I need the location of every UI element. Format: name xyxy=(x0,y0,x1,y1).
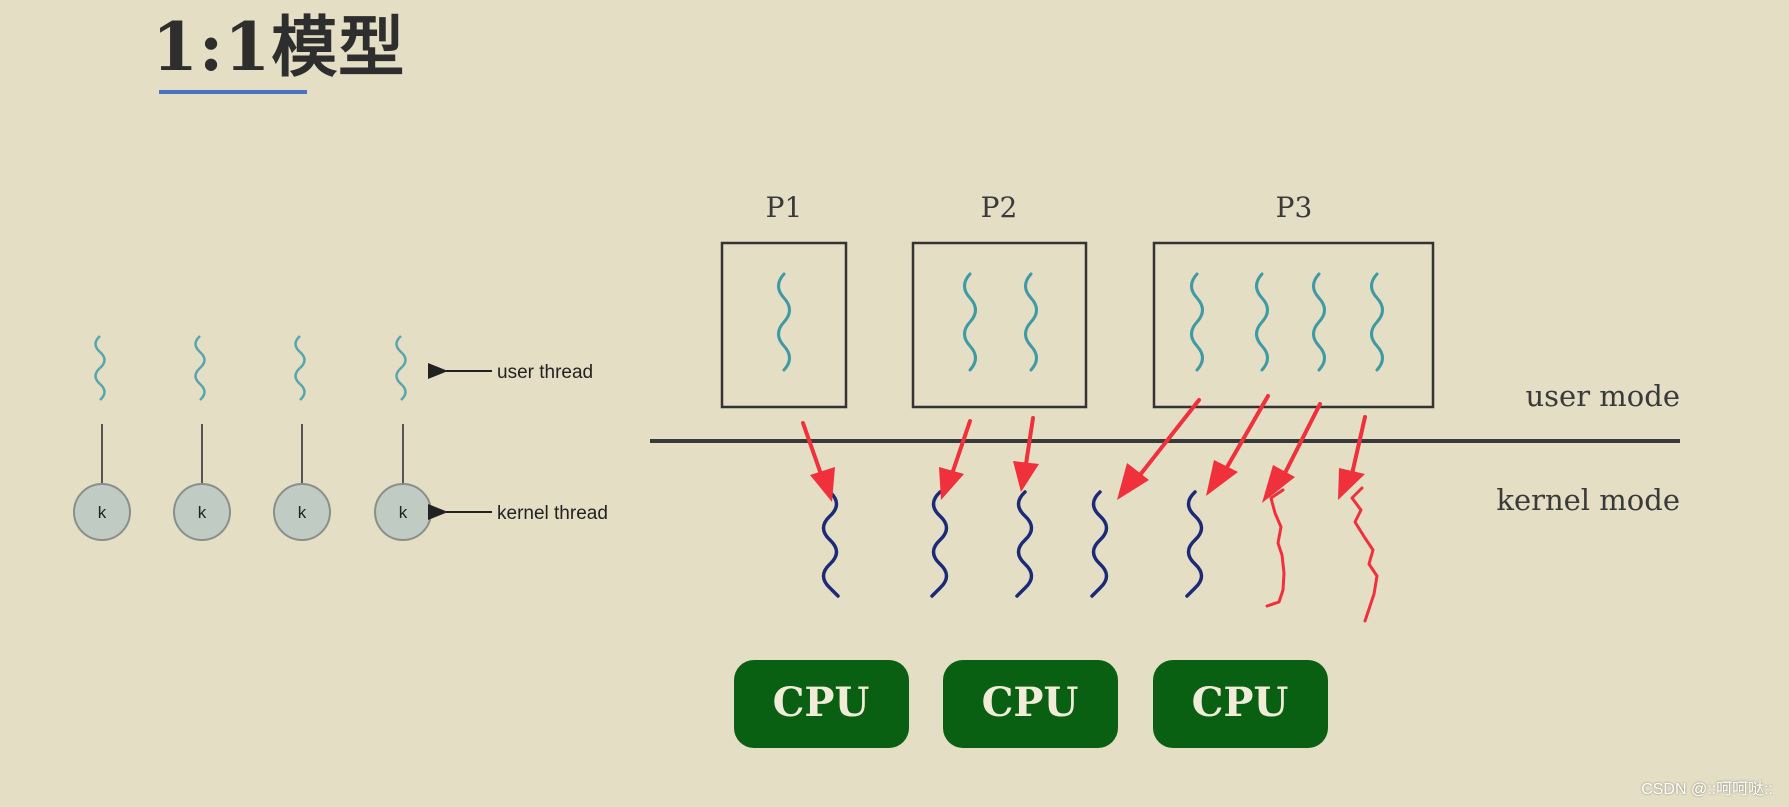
user-thread-icon xyxy=(94,335,106,401)
process-box-p2 xyxy=(911,241,1088,409)
right-model-figure: P1 P2 P3 user mode kernel mode xyxy=(650,191,1680,748)
user-thread-icon xyxy=(1190,272,1204,372)
user-threads xyxy=(777,272,1384,372)
user-thread-icon xyxy=(194,335,206,401)
page-title: 1:1模型 xyxy=(152,8,406,86)
kernel-circle-label: k xyxy=(98,503,107,522)
left-thread-column-2: k xyxy=(173,335,231,541)
kernel-circle-label: k xyxy=(399,503,408,522)
left-thread-column-3: k xyxy=(273,335,331,541)
kernel-thread-circle xyxy=(273,483,331,541)
mapping-arrows xyxy=(801,394,1367,503)
cpu-block-2: CPU xyxy=(943,660,1118,748)
user-thread-icon xyxy=(777,272,791,372)
watermark: CSDN @::呵呵哒:: xyxy=(1641,781,1773,798)
cpu-label: CPU xyxy=(1192,679,1289,726)
mapping-arrow xyxy=(1206,394,1270,496)
mapping-arrow xyxy=(939,419,972,500)
kernel-thread-icon xyxy=(821,490,840,598)
cpu-block-3: CPU xyxy=(1153,660,1328,748)
user-thread-icon xyxy=(1255,272,1269,372)
user-thread-icon xyxy=(395,335,407,401)
kernel-thread-circle xyxy=(73,483,131,541)
kernel-thread-label: kernel thread xyxy=(497,503,608,524)
handdrawn-thread-icon xyxy=(1350,486,1379,623)
kernel-mode-label: kernel mode xyxy=(1496,483,1680,517)
mapping-arrow xyxy=(1262,402,1322,503)
kernel-thread-icon xyxy=(930,490,949,598)
kernel-thread-icon xyxy=(1090,490,1109,598)
handdrawn-thread-icon xyxy=(1265,488,1286,608)
process-label-p1: P1 xyxy=(766,191,803,224)
user-thread-icon xyxy=(1370,272,1384,372)
kernel-thread-icon xyxy=(1185,490,1204,598)
cpu-blocks: CPU CPU CPU xyxy=(734,660,1328,748)
user-thread-icon xyxy=(1312,272,1326,372)
mapping-arrow xyxy=(801,421,835,502)
left-thread-column-1: k xyxy=(73,335,131,541)
left-model-figure: k k k k user thread kernel thread xyxy=(73,335,608,541)
kernel-circle-label: k xyxy=(298,503,307,522)
title-underline xyxy=(159,90,307,94)
cpu-label: CPU xyxy=(773,679,870,726)
process-label-p2: P2 xyxy=(981,191,1018,224)
kernel-circle-label: k xyxy=(198,503,207,522)
cpu-block-1: CPU xyxy=(734,660,909,748)
mapping-arrow xyxy=(1117,398,1201,500)
mapping-arrow xyxy=(1013,416,1039,492)
process-box-p1 xyxy=(720,241,848,409)
kernel-thread-circle xyxy=(173,483,231,541)
kernel-threads xyxy=(821,490,1204,598)
user-thread-icon xyxy=(1024,272,1038,372)
cpu-label: CPU xyxy=(982,679,1079,726)
user-thread-label: user thread xyxy=(497,362,593,383)
mapping-arrow xyxy=(1338,415,1367,500)
user-mode-label: user mode xyxy=(1526,379,1681,413)
user-thread-icon xyxy=(963,272,977,372)
process-label-p3: P3 xyxy=(1276,191,1313,224)
process-box-p3 xyxy=(1152,241,1435,409)
hand-drawn-kernel-threads xyxy=(1265,486,1379,623)
user-thread-icon xyxy=(294,335,306,401)
kernel-thread-icon xyxy=(1015,490,1034,598)
left-thread-column-4: k xyxy=(374,335,432,541)
